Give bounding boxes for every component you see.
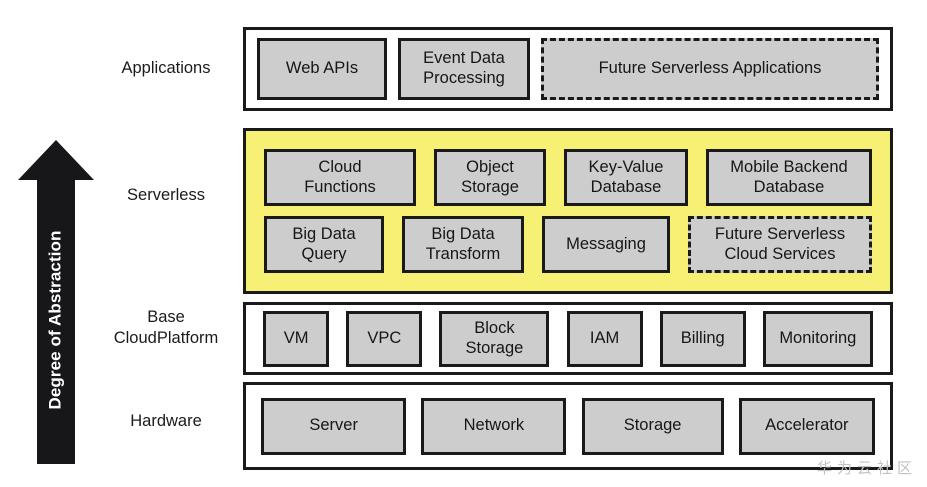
box-messaging[interactable]: Messaging [542, 216, 670, 273]
box-web-apis[interactable]: Web APIs [257, 38, 387, 100]
arrow-head-icon [18, 140, 94, 180]
box-label: VPC [367, 328, 402, 347]
watermark: 华为云社区 [816, 459, 917, 477]
axis-label: Degree of Abstraction [37, 176, 75, 464]
box-label: IAM [589, 328, 620, 347]
layer-row: Server Network Storage Accelerator [246, 397, 890, 455]
box-monitoring[interactable]: Monitoring [762, 310, 873, 367]
box-label: Monitoring [779, 328, 857, 347]
box-label: VM [283, 328, 309, 347]
box-vm[interactable]: VM [263, 310, 330, 367]
layer-hardware: Server Network Storage Accelerator [243, 382, 893, 470]
axis-label-text: Degree of Abstraction [46, 230, 65, 410]
box-server[interactable]: Server [261, 397, 407, 455]
box-iam[interactable]: IAM [566, 310, 643, 367]
layer-label-serverless: Serverless [127, 186, 205, 204]
layer-label-base-cloud-platform: Base CloudPlatform [113, 308, 219, 348]
box-label: Future Serverless Applications [598, 59, 822, 78]
box-label: Billing [680, 328, 725, 347]
degree-of-abstraction-arrow: Degree of Abstraction [18, 140, 94, 464]
box-vpc[interactable]: VPC [346, 310, 423, 367]
box-label: Network [463, 416, 525, 435]
layer-label-hardware: Hardware [130, 412, 202, 430]
box-label: Server [309, 416, 358, 435]
box-billing[interactable]: Billing [659, 310, 746, 367]
box-accelerator[interactable]: Accelerator [738, 397, 875, 455]
box-label: Accelerator [765, 416, 849, 435]
box-storage[interactable]: Storage [581, 397, 724, 455]
box-future-serverless-applications[interactable]: Future Serverless Applications [541, 38, 879, 100]
box-label: Messaging [566, 234, 646, 253]
layer-label-applications: Applications [121, 59, 211, 77]
arrow-shaft [37, 176, 75, 464]
box-label: Web APIs [285, 59, 359, 78]
box-network[interactable]: Network [421, 397, 567, 455]
box-label: Storage [623, 416, 682, 435]
